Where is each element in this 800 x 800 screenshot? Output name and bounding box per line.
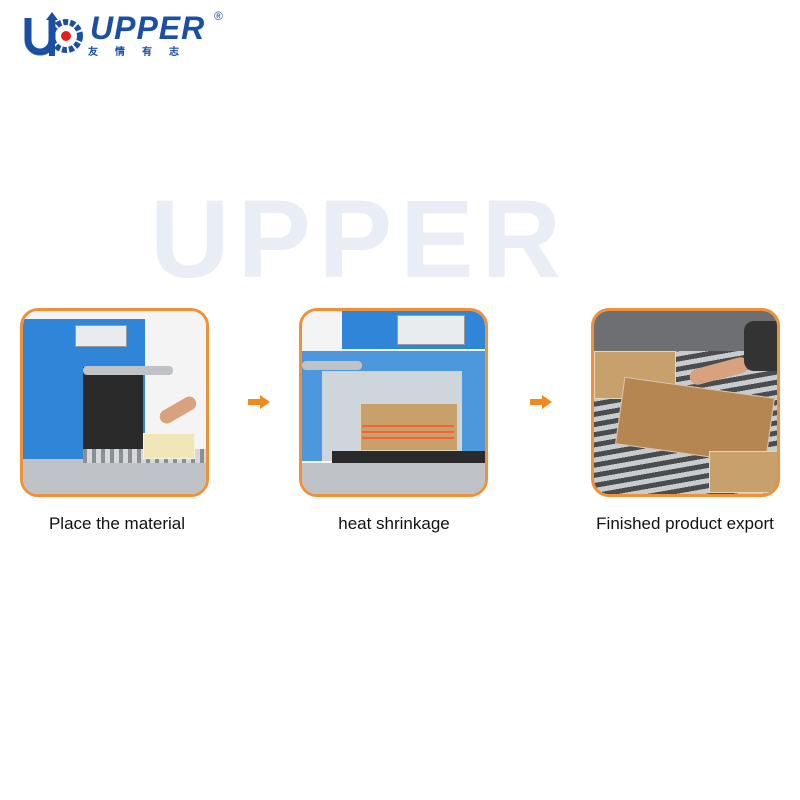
logo-subtitle: 友情有志	[88, 47, 196, 58]
step-image-heat-shrinkage	[299, 308, 488, 497]
step-image-place-material	[20, 308, 209, 497]
watermark: UPPER	[150, 178, 569, 301]
registered-mark: ®	[214, 9, 223, 23]
arrow-right-icon	[530, 395, 552, 409]
step-image-finished-product	[591, 308, 780, 497]
step-caption: Place the material	[48, 514, 186, 533]
upper-logo: UPPER ® 友情有志	[24, 10, 234, 60]
step-caption: heat shrinkage	[338, 514, 450, 533]
logo-text: UPPER	[90, 10, 206, 46]
logo-mark-icon	[24, 12, 83, 56]
step-caption: Finished product export	[596, 514, 774, 533]
arrow-right-icon	[248, 395, 270, 409]
